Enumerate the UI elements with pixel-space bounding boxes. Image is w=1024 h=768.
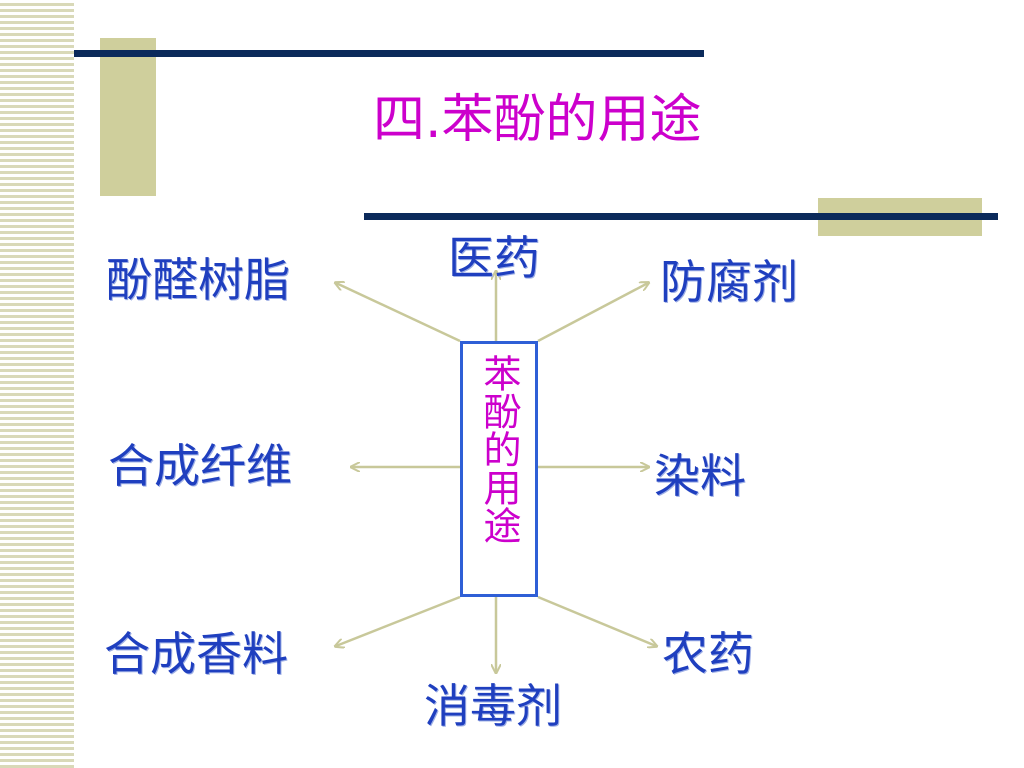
- center-topic-box: 苯酚的用途: [460, 341, 538, 597]
- use-phenolic-resin: 酚醛树脂: [106, 253, 290, 307]
- center-topic-label: 苯酚的用途: [477, 354, 521, 544]
- use-dye: 染料: [654, 449, 746, 503]
- use-preservative: 防腐剂: [660, 255, 798, 309]
- use-synthetic-fragrance: 合成香料: [104, 627, 288, 681]
- use-pesticide: 农药: [662, 627, 754, 681]
- top-rule: [74, 50, 704, 57]
- use-synthetic-fiber: 合成纤维: [108, 439, 292, 493]
- use-disinfectant: 消毒剂: [424, 679, 562, 733]
- striped-left-band: [0, 0, 74, 768]
- arrow-to-preservative: [537, 283, 648, 343]
- arrow-to-phenolic-resin: [336, 283, 461, 343]
- bottom-rule: [364, 213, 998, 220]
- accent-block-left: [100, 38, 156, 196]
- arrow-to-pesticide: [537, 595, 656, 646]
- use-medicine: 医药: [448, 231, 540, 285]
- slide-title: 四.苯酚的用途: [373, 90, 702, 150]
- arrow-to-synthetic-fragrance: [336, 595, 461, 646]
